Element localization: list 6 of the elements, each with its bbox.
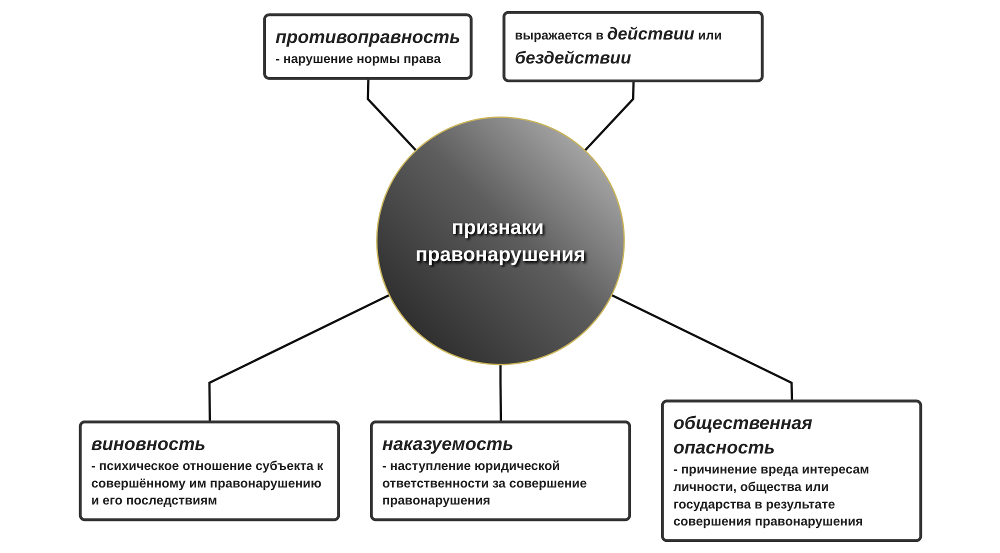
connector [610,294,793,402]
connector [584,81,634,152]
node-circle: признаки правонарушения [376,116,624,366]
connector [208,294,390,422]
connector [366,78,416,152]
connector [498,364,502,422]
